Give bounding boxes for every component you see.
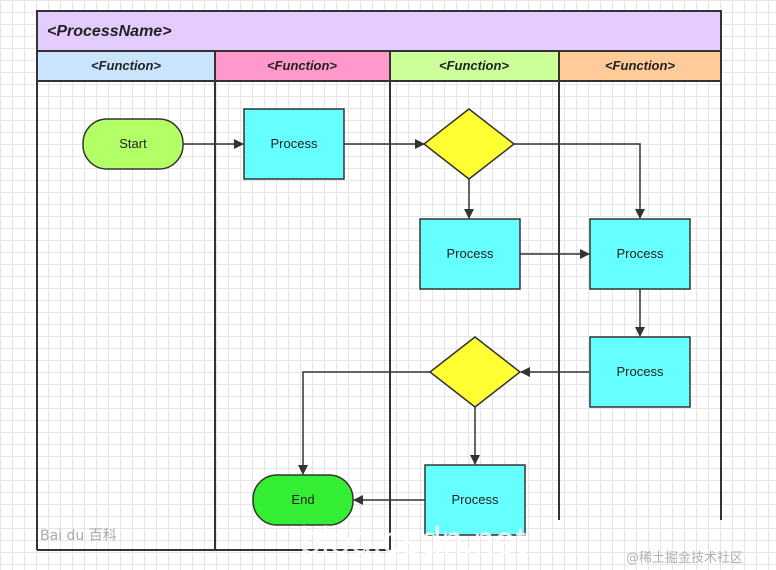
- edge-decision1-process3: [514, 143, 645, 219]
- process-node-4: [589, 336, 691, 408]
- process-label-5: Process: [452, 492, 499, 507]
- end-label: End: [291, 492, 314, 507]
- lane-header-2: [214, 50, 391, 82]
- decision-node-1: [422, 108, 516, 180]
- decision-node-2: [428, 336, 522, 408]
- lane-label-4: <Function>: [605, 58, 675, 73]
- process-label-1: Process: [271, 136, 318, 151]
- lane-label-2: <Function>: [267, 58, 337, 73]
- process-label-4: Process: [617, 364, 664, 379]
- pool-header: [36, 10, 722, 52]
- url-watermark: blog.csdn.net: [300, 520, 527, 562]
- lane-label-3: <Function>: [439, 58, 509, 73]
- lane-header-1: [36, 50, 216, 82]
- lane-label-1: <Function>: [91, 58, 161, 73]
- process-node-2: [419, 218, 521, 290]
- end-node: [252, 474, 354, 526]
- edge-decision2-end: [298, 371, 430, 475]
- process-node-5: [424, 464, 526, 536]
- lane-header-4: [558, 50, 722, 82]
- start-node: [82, 118, 184, 170]
- start-label: Start: [119, 136, 147, 151]
- pool-title: <ProcessName>: [47, 23, 172, 40]
- process-label-3: Process: [617, 246, 664, 261]
- juejin-watermark: @稀土掘金技术社区: [626, 551, 744, 566]
- process-node-3: [589, 218, 691, 290]
- process-label-2: Process: [447, 246, 494, 261]
- baidu-watermark: Bai du 百科: [40, 528, 117, 544]
- process-node-1: [243, 108, 345, 180]
